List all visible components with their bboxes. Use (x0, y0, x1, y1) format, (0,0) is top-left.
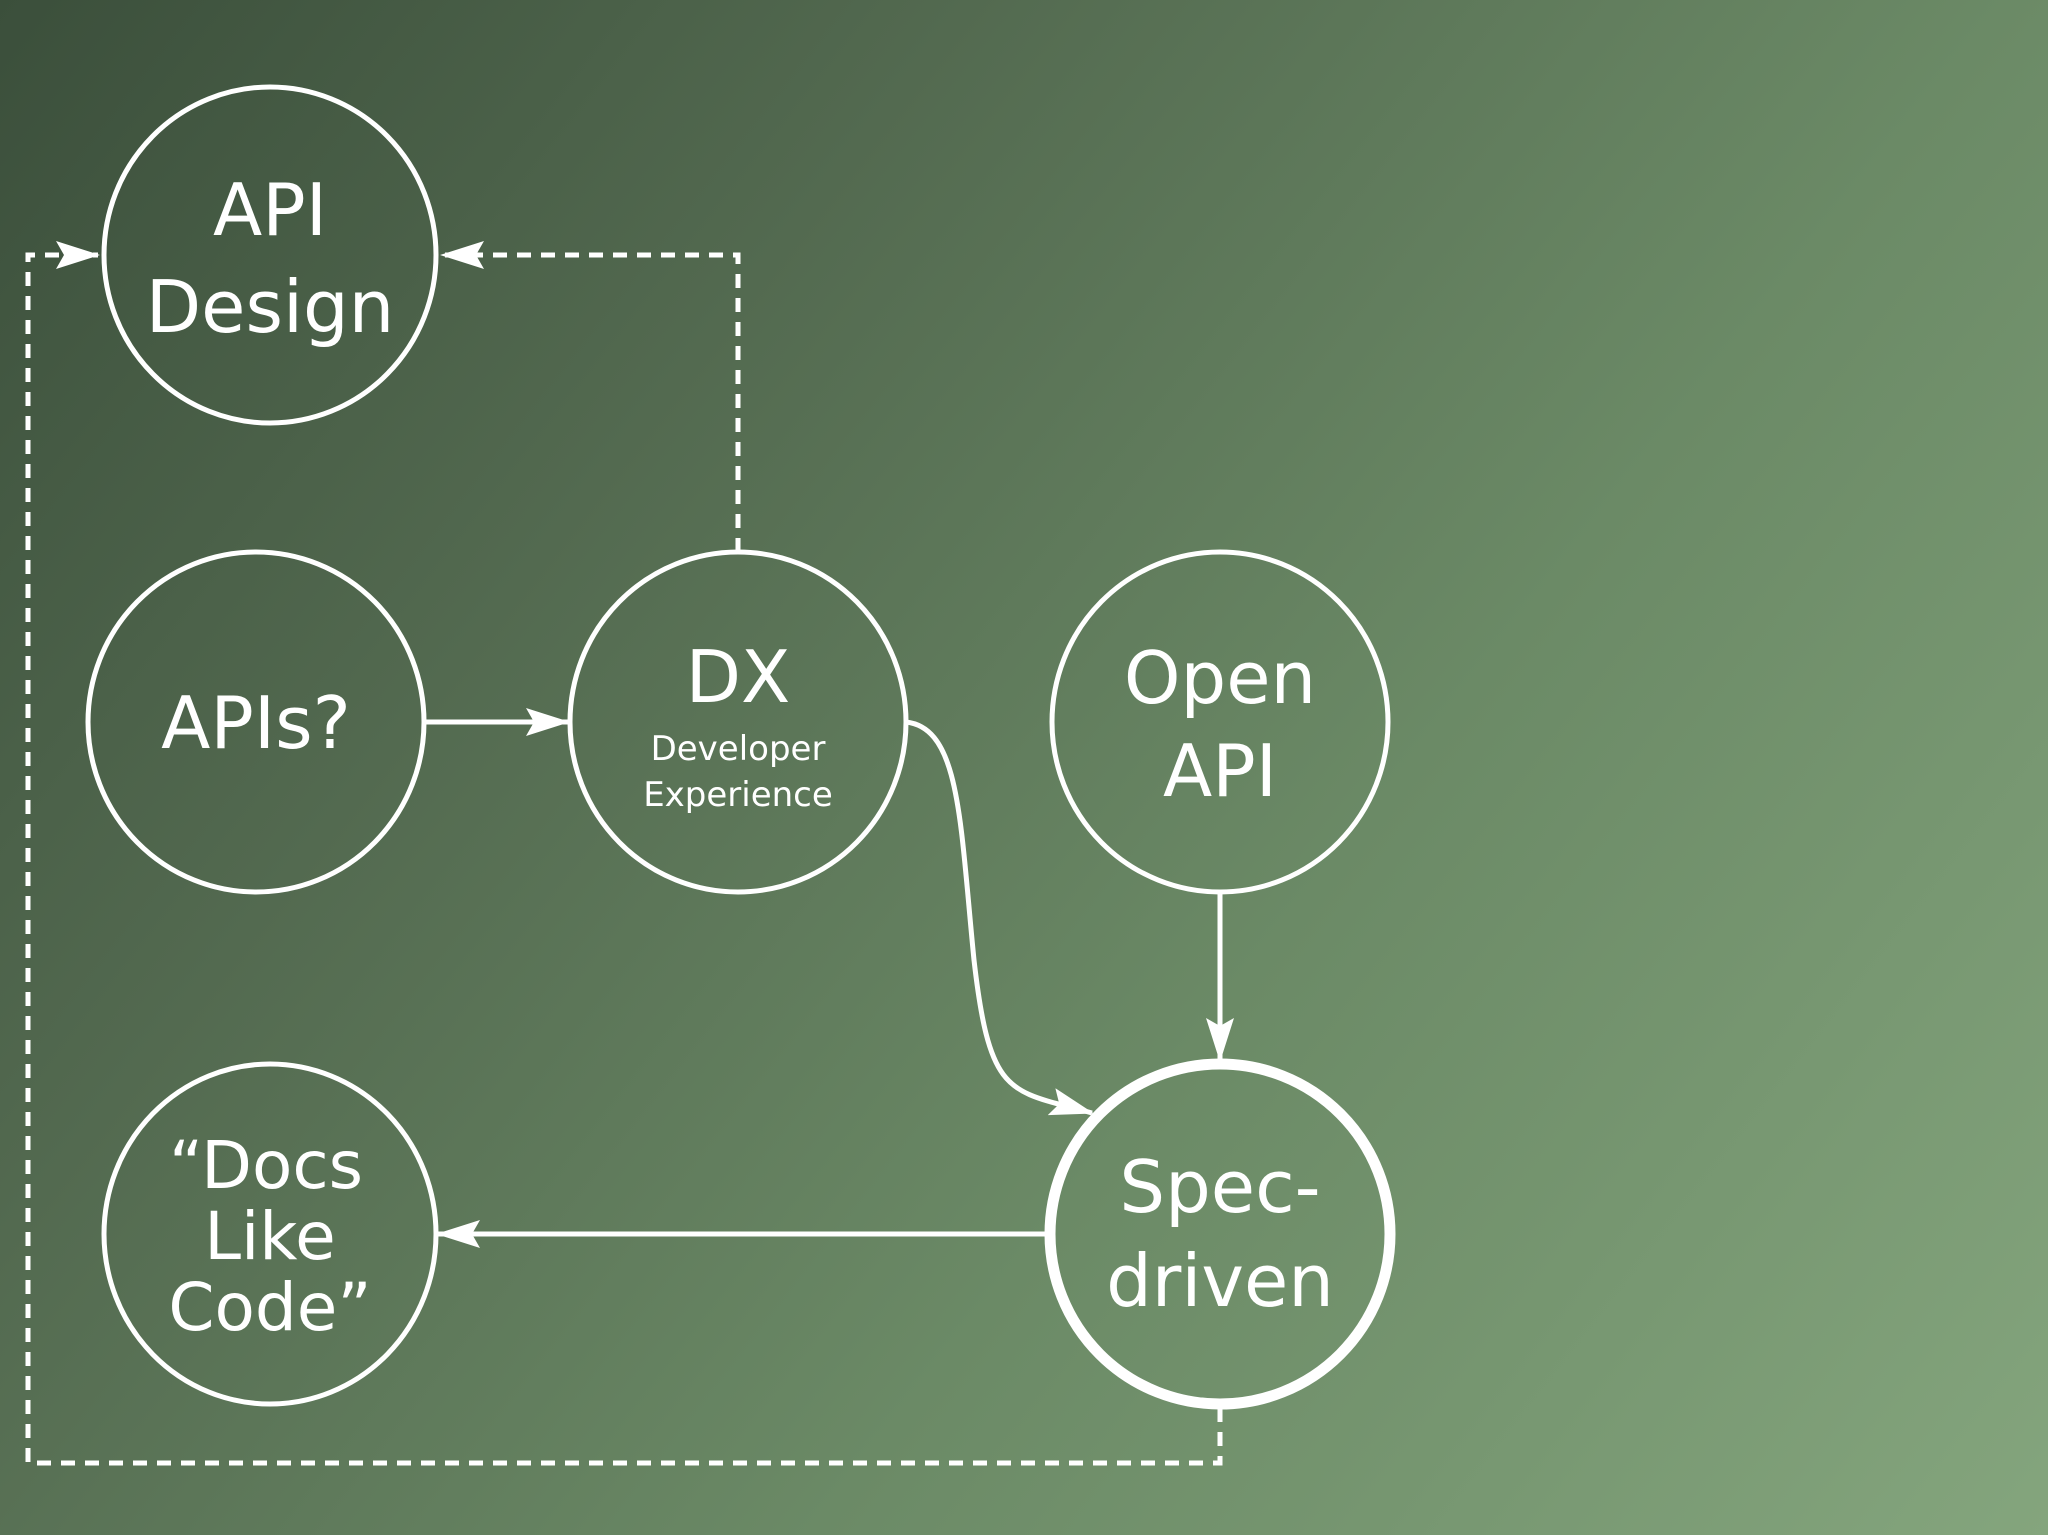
edge-dx-to-specdriven (905, 719, 1094, 1116)
node-dx-subtitle1: Developer (651, 729, 826, 769)
edge-dx-to-apidesign-dashed (440, 241, 741, 552)
node-apis: APIs? (85, 549, 427, 895)
node-docs-line3: Code” (168, 1269, 371, 1346)
node-dx: DX Developer Experience (567, 549, 909, 895)
node-docs-line1: “Docs (169, 1127, 363, 1204)
edge-specdriven-to-apidesign-dashed (25, 241, 1223, 1466)
node-docs-line2: Like (204, 1198, 336, 1275)
node-openapi-line2: API (1163, 729, 1277, 813)
node-apis-label: APIs? (161, 681, 351, 765)
node-api-design: API Design (101, 84, 439, 426)
node-spec-driven-line1: Spec- (1119, 1145, 1320, 1229)
node-dx-subtitle2: Experience (643, 775, 833, 815)
node-api-design-line1: API (213, 168, 327, 252)
node-openapi: Open API (1049, 549, 1391, 895)
node-docs-like-code: “Docs Like Code” (101, 1061, 439, 1407)
node-spec-driven-line2: driven (1106, 1239, 1334, 1323)
node-dx-title: DX (686, 635, 791, 719)
node-api-design-line2: Design (146, 265, 395, 349)
node-spec-driven: Spec- driven (1044, 1058, 1396, 1410)
node-openapi-line1: Open (1124, 636, 1316, 720)
